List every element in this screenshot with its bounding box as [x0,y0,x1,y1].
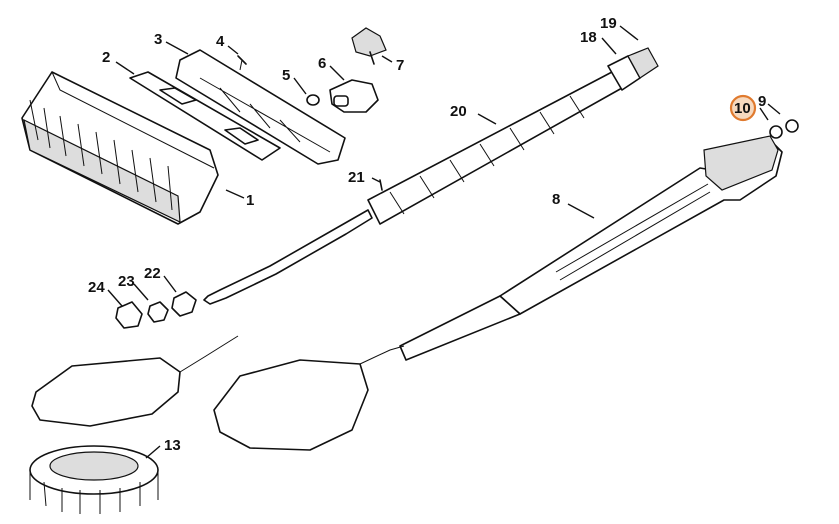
callout-22: 22 [144,265,161,282]
part-7-knob [351,27,387,65]
part-19-nut [627,47,659,79]
part-2-plate [129,71,281,161]
callout-6: 6 [318,55,326,72]
callout-9: 9 [758,93,766,110]
callout-5: 5 [282,67,290,84]
part-13-round-brush [29,445,159,514]
part-10-ring [769,125,783,139]
rotary-brush-head-right [213,345,405,451]
callout-3: 3 [154,31,162,48]
part-24-fitting [115,301,143,329]
part-21-screw [379,179,383,191]
part-8-handle [399,135,783,361]
rotary-brush-head-left [31,335,239,427]
callout-10: 10 [734,100,751,117]
part-5-washer [306,94,320,106]
part-4-screw [237,55,247,71]
leader-lines [107,25,781,459]
callout-19: 19 [600,15,617,32]
part-9-ring [785,119,799,133]
callout-21: 21 [348,169,365,186]
part-22-nut [171,291,197,317]
callout-13: 13 [164,437,181,454]
callout-1: 1 [246,192,254,209]
callout-24: 24 [88,279,105,296]
callout-7: 7 [396,57,404,74]
part-3-housing [175,49,346,165]
callout-8: 8 [552,191,560,208]
callout-20: 20 [450,103,467,120]
callout-2: 2 [102,49,110,66]
callout-23: 23 [118,273,135,290]
callout-18: 18 [580,29,597,46]
highlight-ring [729,94,757,122]
part-6-swivel [329,79,379,113]
callout-4: 4 [216,33,225,50]
part-1-brush [21,71,219,225]
part-23-fitting [147,301,169,323]
